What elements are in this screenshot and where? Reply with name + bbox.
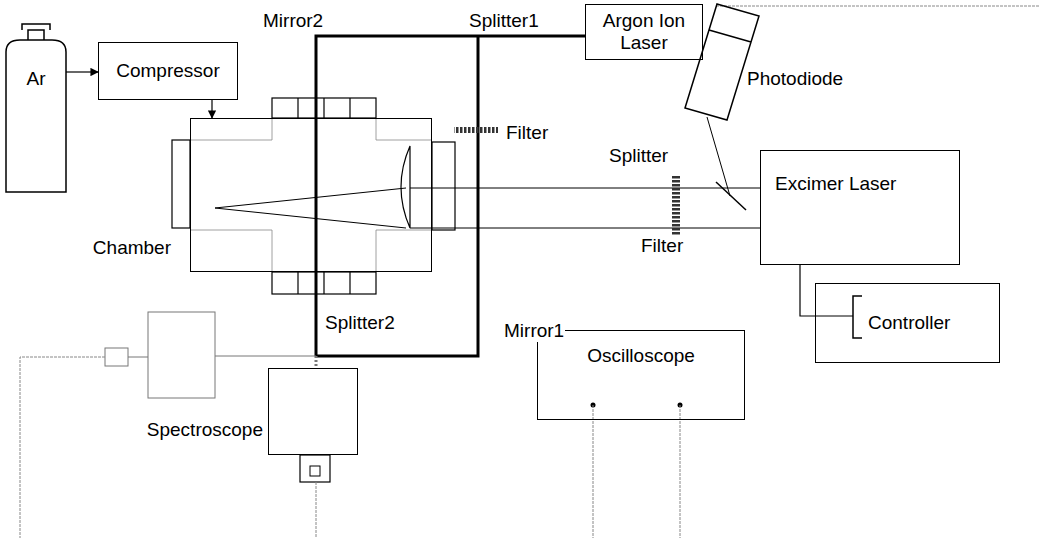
part-label: Splitter2 bbox=[324, 312, 396, 334]
node-label: Spectroscope bbox=[147, 419, 263, 441]
node-label: Excimer Laser bbox=[775, 173, 896, 195]
photodiode-outline bbox=[685, 4, 759, 120]
photodiode-beam bbox=[707, 117, 730, 196]
filter-symbol bbox=[454, 127, 498, 133]
filter-symbol bbox=[672, 176, 680, 240]
laser-box: Excimer Laser bbox=[760, 150, 960, 265]
detector-connector bbox=[128, 357, 148, 358]
node-label: Controller bbox=[868, 312, 950, 334]
oscilloscope-box: Oscilloscope bbox=[537, 330, 745, 420]
spectroscope-box: Spectroscope bbox=[268, 368, 358, 455]
node-label: Ar bbox=[6, 68, 66, 90]
right-port bbox=[432, 142, 455, 230]
chamber-body bbox=[172, 98, 455, 294]
focusing-lens bbox=[401, 146, 410, 228]
bottom-flange bbox=[272, 272, 376, 294]
part-label: Filter bbox=[505, 122, 549, 144]
process-box: Compressor bbox=[98, 42, 238, 100]
node-label: Chamber bbox=[93, 237, 171, 259]
detector-connector bbox=[105, 348, 128, 366]
connector-pin bbox=[310, 466, 320, 476]
connector bbox=[800, 265, 815, 316]
probe-to-spectroscope bbox=[315, 356, 318, 368]
part-label: Splitter1 bbox=[468, 10, 540, 32]
node-label: Argon Ion Laser bbox=[591, 10, 697, 54]
photodiode: Photodiode bbox=[685, 2, 765, 122]
chamber-inner-cross bbox=[190, 118, 432, 272]
gas-cylinder-outline bbox=[6, 24, 66, 192]
vacuum-chamber: Chamber bbox=[190, 118, 432, 272]
controller-port bbox=[853, 296, 862, 338]
probe-to-detector bbox=[215, 356, 316, 357]
argon-beam bbox=[316, 36, 585, 356]
laser-box: Argon Ion Laser bbox=[585, 4, 703, 60]
gas-cylinder-outline bbox=[6, 22, 66, 192]
gas-cylinder: Ar bbox=[6, 22, 66, 192]
node-label: Oscilloscope bbox=[587, 345, 695, 367]
beam-splitter bbox=[716, 182, 746, 210]
signal-wires bbox=[20, 6, 1040, 538]
photodiode-outline bbox=[685, 2, 765, 122]
part-label: Filter bbox=[640, 235, 684, 257]
part-label: Splitter bbox=[608, 145, 669, 167]
node-label: Photodiode bbox=[747, 68, 843, 90]
controller-box: Controller bbox=[815, 283, 1000, 363]
left-port bbox=[172, 140, 190, 228]
connector bbox=[211, 100, 212, 118]
top-flange bbox=[272, 98, 376, 118]
control-cable bbox=[815, 316, 853, 317]
detector-box bbox=[148, 312, 215, 398]
connector bbox=[66, 71, 98, 72]
node-label: Compressor bbox=[116, 60, 219, 82]
part-label: Mirror1 bbox=[503, 320, 565, 342]
part-label: Mirror2 bbox=[262, 10, 324, 32]
spectroscope-connector bbox=[300, 455, 330, 482]
